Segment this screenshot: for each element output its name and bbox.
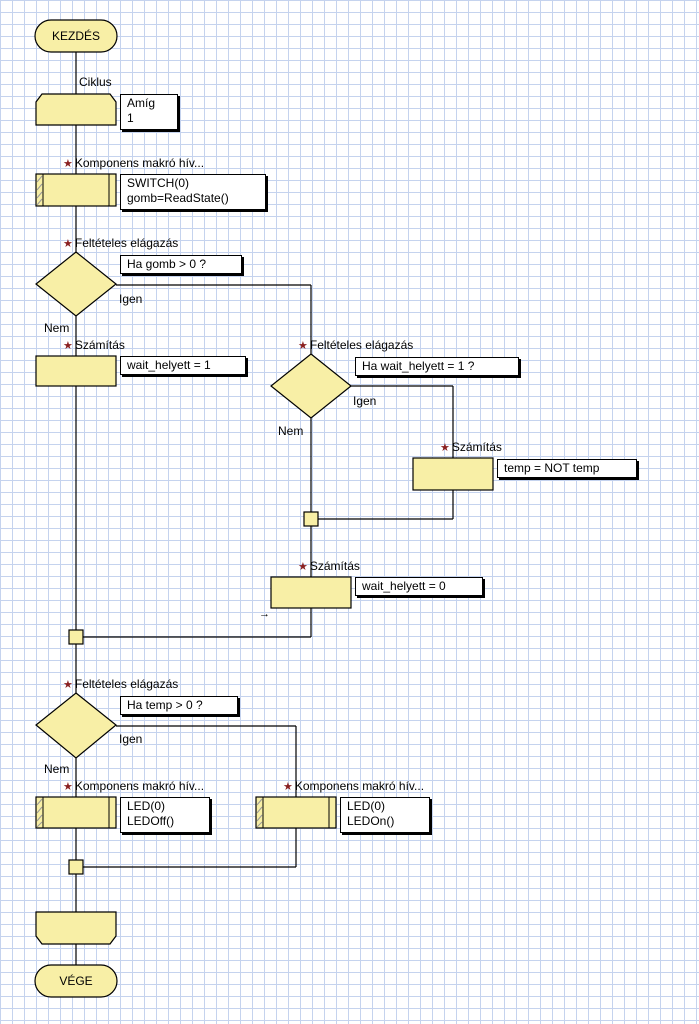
loop-end-shape[interactable]	[35, 911, 117, 945]
star-icon: ★	[440, 442, 450, 454]
end-terminal[interactable]	[34, 964, 118, 998]
star-icon: ★	[283, 781, 293, 793]
calc2-title: ★Számítás	[440, 440, 502, 454]
star-icon: ★	[63, 238, 73, 250]
macro2-title: ★Komponens makró hív...	[63, 779, 205, 793]
calc3-title: ★Számítás	[298, 559, 360, 573]
macro1-line1: SWITCH(0)	[127, 176, 189, 190]
calc1-shape[interactable]	[35, 355, 117, 387]
star-icon: ★	[63, 781, 73, 793]
calc1-title: ★Számítás	[63, 338, 125, 352]
decision3-title: ★Feltételes elágazás	[63, 677, 179, 691]
start-label: KEZDÉS	[51, 29, 100, 43]
macro1-title: ★Komponens makró hív...	[63, 156, 205, 170]
macro2-callout: LED(0) LEDOff()	[120, 797, 210, 833]
decision3-diamond[interactable]	[35, 692, 117, 759]
decision1-no-label: Nem	[44, 321, 70, 335]
end-label: VÉGE	[59, 974, 93, 988]
calc2-callout: temp = NOT temp	[497, 459, 637, 478]
star-icon: ★	[63, 679, 73, 691]
macro1-line2: gomb=ReadState()	[127, 191, 229, 205]
star-icon: ★	[63, 158, 73, 170]
decision3-yes-label: Igen	[119, 732, 143, 746]
decision2-diamond[interactable]	[270, 353, 352, 419]
junction-decision2[interactable]	[303, 511, 319, 527]
decision3-no-label: Nem	[44, 762, 70, 776]
calc3-shape[interactable]	[270, 576, 352, 609]
macro3-shape[interactable]	[255, 796, 337, 829]
macro3-line1: LED(0)	[347, 799, 386, 813]
macro1-callout: SWITCH(0) gomb=ReadState()	[120, 174, 266, 210]
loop-line2: 1	[127, 111, 134, 125]
calc1-callout: wait_helyett = 1	[120, 356, 246, 375]
macro3-line2: LEDOn()	[347, 814, 395, 828]
loop-title: Ciklus	[79, 75, 112, 89]
decision2-title: ★Feltételes elágazás	[298, 338, 414, 352]
decision2-no-label: Nem	[278, 424, 304, 438]
calc3-callout: wait_helyett = 0	[355, 577, 483, 596]
star-icon: ★	[298, 340, 308, 352]
junction-decision3[interactable]	[68, 859, 84, 875]
decision1-condition-callout: Ha gomb > 0 ?	[120, 255, 242, 274]
macro2-line1: LED(0)	[127, 799, 166, 813]
junction-decision1[interactable]	[68, 629, 84, 645]
start-terminal[interactable]	[34, 19, 118, 53]
calc2-shape[interactable]	[412, 457, 494, 491]
decision3-condition-callout: Ha temp > 0 ?	[120, 696, 238, 715]
macro3-title: ★Komponens makró hív...	[283, 779, 425, 793]
loop-condition-callout: Amíg 1	[120, 94, 178, 130]
macro3-callout: LED(0) LEDOn()	[340, 797, 430, 833]
decision1-title: ★Feltételes elágazás	[63, 236, 179, 250]
star-icon: ★	[63, 340, 73, 352]
return-arrow-icon: →	[259, 608, 270, 620]
decision2-condition-callout: Ha wait_helyett = 1 ?	[355, 357, 519, 376]
decision2-yes-label: Igen	[353, 394, 377, 408]
loop-start-shape[interactable]	[35, 93, 117, 126]
decision1-yes-label: Igen	[119, 292, 143, 306]
decision1-diamond[interactable]	[35, 251, 117, 317]
macro2-line2: LEDOff()	[127, 814, 175, 828]
macro1-shape[interactable]	[35, 173, 117, 207]
loop-line1: Amíg	[127, 96, 156, 110]
macro2-shape[interactable]	[35, 796, 117, 829]
star-icon: ★	[298, 561, 308, 573]
